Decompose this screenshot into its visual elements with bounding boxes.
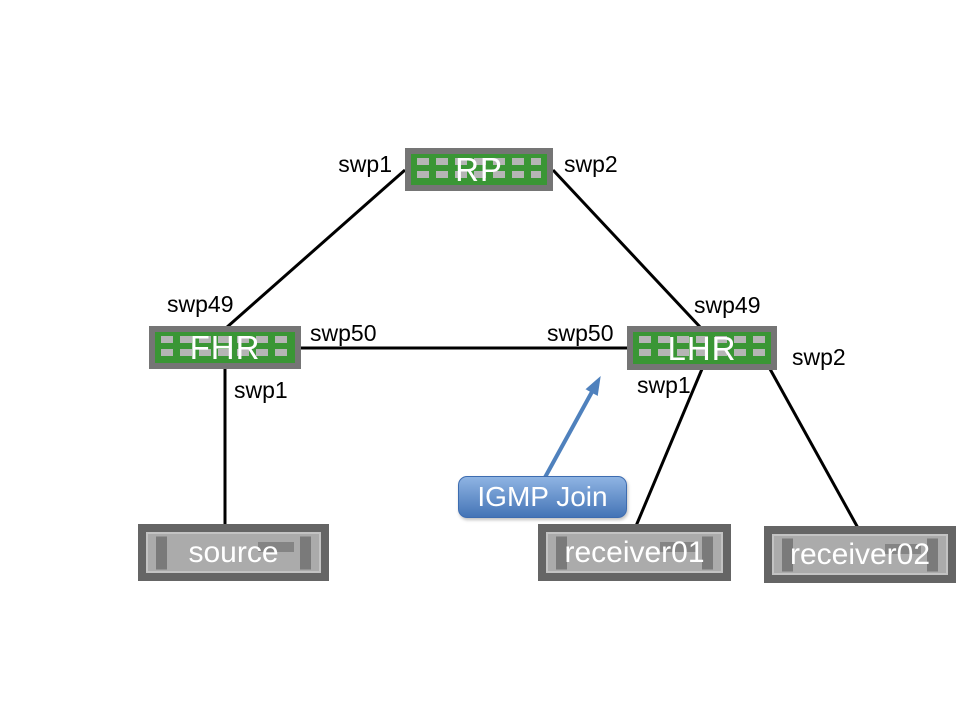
server-vent-icon [660,542,696,552]
node-receiver02-label: receiver02 [789,537,931,571]
port-label-lhr-swp50: swp50 [547,320,614,346]
node-lhr-label: LHR [667,329,737,367]
link-lhr-receiver01 [634,368,704,527]
server-bezel-icon [300,536,311,569]
node-source-label: source [188,535,279,569]
server-bezel-icon [782,538,793,571]
link-fhr-rp [225,168,406,330]
node-receiver01: receiver01 [538,524,731,581]
server-vent-icon [885,544,921,554]
node-receiver02: receiver02 [764,526,956,583]
link-rp-lhr [551,168,703,330]
switch-ports-icon [417,158,541,165]
port-label-fhr-swp1: swp1 [234,377,288,403]
port-label-rp-swp1: swp1 [338,151,392,177]
link-lhr-receiver02 [768,368,860,529]
node-fhr-label: FHR [189,329,261,366]
node-fhr: FHR [149,326,301,369]
server-bezel-icon [556,536,567,569]
node-source: source [138,524,329,581]
node-lhr: LHR [627,326,777,370]
port-label-fhr-swp49: swp49 [167,291,234,317]
igmp-join-callout-label: IGMP Join [477,481,608,512]
port-label-rp-swp2: swp2 [564,151,618,177]
switch-ports-icon [161,336,289,343]
server-bezel-icon [702,536,713,569]
node-receiver01-label: receiver01 [564,535,705,569]
switch-ports-icon [639,336,765,343]
switch-ports-icon [417,171,541,178]
port-label-lhr-swp1: swp1 [637,372,691,398]
server-bezel-icon [156,536,167,569]
server-bezel-icon [927,538,938,571]
switch-ports-icon [161,349,289,356]
port-label-lhr-swp2: swp2 [792,344,846,370]
igmp-join-arrow [541,375,601,482]
igmp-join-callout: IGMP Join [458,476,627,518]
switch-ports-icon [639,349,765,356]
port-label-lhr-swp49: swp49 [694,292,761,318]
node-rp: RP [405,148,553,191]
server-vent-icon [258,542,294,552]
node-rp-label: RP [455,151,503,188]
port-label-fhr-swp50: swp50 [310,320,377,346]
